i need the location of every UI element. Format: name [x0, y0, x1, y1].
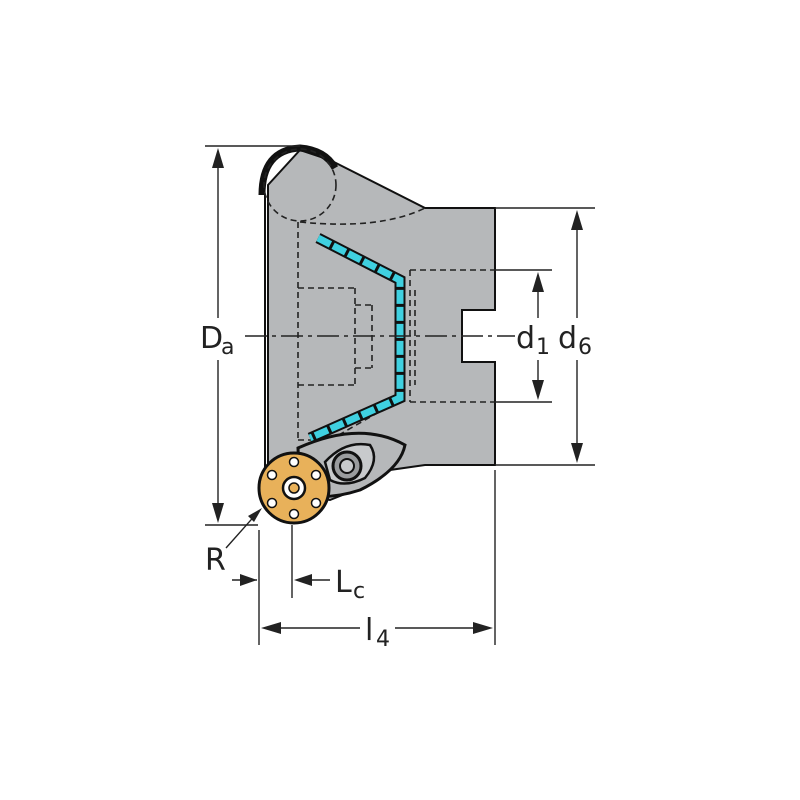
label-lc-sub: c: [353, 579, 365, 604]
label-da-sub: a: [221, 335, 234, 360]
label-da: D: [200, 321, 223, 356]
label-d1-sub: 1: [536, 335, 550, 360]
body-top-edge: [258, 144, 339, 196]
d1-label-bg: [515, 318, 555, 360]
label-d6-sub: 6: [578, 335, 592, 360]
insert-screw-center: [288, 482, 300, 494]
dimension-lines: [205, 145, 595, 645]
label-l4-sub: 4: [376, 627, 390, 652]
label-d6: d: [558, 321, 577, 356]
da-label-bg: [198, 318, 244, 360]
d6-label-bg: [556, 318, 600, 360]
clamp-screw-head: [339, 458, 355, 474]
insert-holes: [266, 456, 322, 520]
label-d1: d: [516, 321, 535, 356]
label-l4: l: [365, 613, 373, 648]
coolant-channel-fill: [308, 234, 404, 442]
label-r: R: [205, 543, 226, 578]
label-lc: L: [335, 565, 352, 600]
